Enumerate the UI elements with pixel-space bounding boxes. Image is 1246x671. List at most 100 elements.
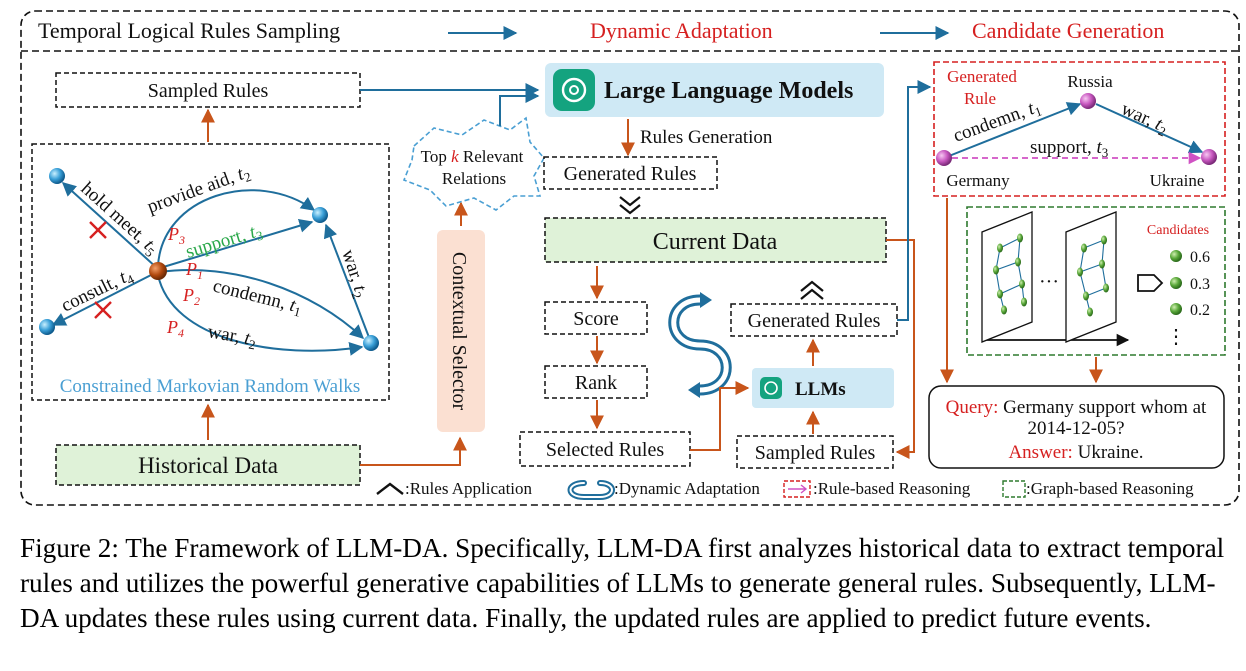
random-walks-box (31, 143, 390, 401)
germany-label: Germany (946, 171, 1010, 190)
history-to-selector-arrow (360, 436, 467, 466)
score-box (544, 301, 648, 335)
cross-mark-hold-meet-icon (89, 221, 107, 239)
candidate-score-2: 0.3 (1190, 276, 1210, 293)
legend-graph-reasoning-icon (1002, 480, 1026, 498)
path-label-p3: P3 (167, 224, 185, 247)
rules-generation-label: Rules Generation (640, 127, 773, 148)
rule-edge-condemn (948, 102, 1082, 157)
query-box (928, 385, 1225, 469)
path-label-p1: P1 (185, 259, 203, 282)
rule-support-label: support, t3 (1030, 137, 1108, 160)
contextual-selector-label: Contextual Selector (448, 252, 470, 411)
legend-chevron-icon (376, 482, 404, 495)
graph-node-top-left (49, 168, 65, 184)
header-candidate-generation: Candidate Generation (972, 18, 1164, 43)
generated-rules-mid-label: Generated Rules (748, 310, 881, 332)
query-line: Query: Germany support whom at (946, 397, 1207, 418)
path-label-p2: P2 (182, 285, 200, 308)
llms-box (752, 368, 894, 408)
contextual-selector-box (437, 230, 485, 432)
path-label-p4: P4 (166, 317, 184, 340)
edge-condemn (159, 268, 365, 339)
historical-data-box (55, 444, 361, 486)
relations-label: Relations (442, 169, 506, 188)
rules-application-chevron-down-icon (619, 196, 641, 215)
candidate-node-1 (1170, 250, 1182, 262)
graph-snapshot-1 (981, 211, 1033, 343)
rank-box (544, 365, 648, 399)
legend-rule-reasoning-icon (783, 480, 811, 498)
framework-figure: Temporal Logical Rules Sampling Dynamic … (20, 10, 1240, 506)
label-war: war, t2 (206, 321, 258, 352)
candidate-pointer-icon (1137, 274, 1164, 292)
edge-consult (51, 271, 158, 326)
answer-line: Answer: Ukraine. (1008, 442, 1143, 463)
candidate-node-3 (1170, 303, 1182, 315)
generated-rules-mid-box (730, 303, 898, 337)
header-temporal-sampling: Temporal Logical Rules Sampling (38, 18, 340, 43)
graph-node-bottom-right (363, 335, 379, 351)
generated-to-candidate-arrow (897, 80, 932, 321)
russia-label: Russia (1067, 72, 1113, 91)
edge-hold-meet (61, 182, 158, 269)
cross-mark-consult-icon (94, 301, 112, 319)
query-date: 2014-12-05? (1027, 418, 1124, 439)
openai-logo-icon (553, 69, 595, 111)
legend-rules-application: :Rules Application (405, 479, 533, 498)
snapshot-ellipsis: ··· (1039, 271, 1059, 293)
graph-node-bottom-left (39, 319, 55, 335)
russia-node (1080, 93, 1096, 109)
sampled-rules-bottom-label: Sampled Rules (755, 442, 876, 464)
header-dynamic-adaptation: Dynamic Adaptation (590, 18, 773, 43)
score-label: Score (573, 308, 619, 330)
germany-node (936, 150, 952, 166)
legend-dynamic-adaptation: :Dynamic Adaptation (614, 479, 760, 498)
relations-cloud (402, 116, 545, 211)
llms-label: LLMs (795, 379, 846, 400)
top-k-label: Top k Relevant (421, 147, 524, 166)
selected-rules-box (519, 431, 691, 467)
relations-to-llm-arrow (499, 89, 540, 126)
generated-rule-box (933, 61, 1226, 197)
candidate-score-3: 0.2 (1190, 302, 1210, 319)
legend-graph-based: :Graph-based Reasoning (1026, 479, 1194, 498)
generated-label: Generated (947, 67, 1017, 86)
edge-war (157, 274, 364, 356)
sampled-rules-box (55, 72, 361, 108)
llm-box (545, 63, 884, 117)
ukraine-label: Ukraine (1150, 171, 1205, 190)
edge-support (159, 218, 314, 269)
current-to-sampled-arrow (886, 239, 915, 459)
rules-application-chevron-up-icon (800, 280, 824, 300)
candidate-node-2 (1170, 277, 1182, 289)
selected-rules-label: Selected Rules (546, 439, 665, 461)
historical-data-label: Historical Data (138, 453, 278, 478)
generated-rules-top-label: Generated Rules (564, 163, 697, 185)
dynamic-adaptation-loop-icon (668, 292, 732, 398)
rank-label: Rank (575, 372, 617, 394)
edge-provide-aid (157, 189, 316, 267)
graph-snapshot-2 (1065, 211, 1117, 343)
current-data-box (544, 217, 887, 263)
selected-to-llms-arrow (690, 381, 750, 451)
figure-caption: Figure 2: The Framework of LLM-DA. Speci… (20, 533, 1225, 633)
walks-label: Constrained Markovian Random Walks (60, 376, 361, 397)
sampled-rules-label: Sampled Rules (148, 80, 269, 102)
rule-edge-war (1095, 103, 1204, 154)
rule-label: Rule (964, 89, 996, 108)
legend-loop-icon (567, 480, 615, 500)
ukraine-node (1201, 149, 1217, 165)
openai-small-logo-icon (760, 377, 782, 399)
current-data-label: Current Data (653, 229, 778, 255)
candidate-score-1: 0.6 (1190, 249, 1210, 266)
sampled-rules-bottom-box (736, 435, 894, 469)
graph-node-center (149, 262, 167, 280)
legend-rule-based: :Rule-based Reasoning (813, 479, 971, 498)
outer-frame (20, 10, 1240, 506)
candidates-vdots: ⋮ (1166, 326, 1186, 348)
llm-title: Large Language Models (604, 78, 853, 104)
candidates-label: Candidates (1147, 223, 1209, 238)
edge-war-right (323, 223, 371, 341)
graph-node-top-right (312, 207, 328, 223)
